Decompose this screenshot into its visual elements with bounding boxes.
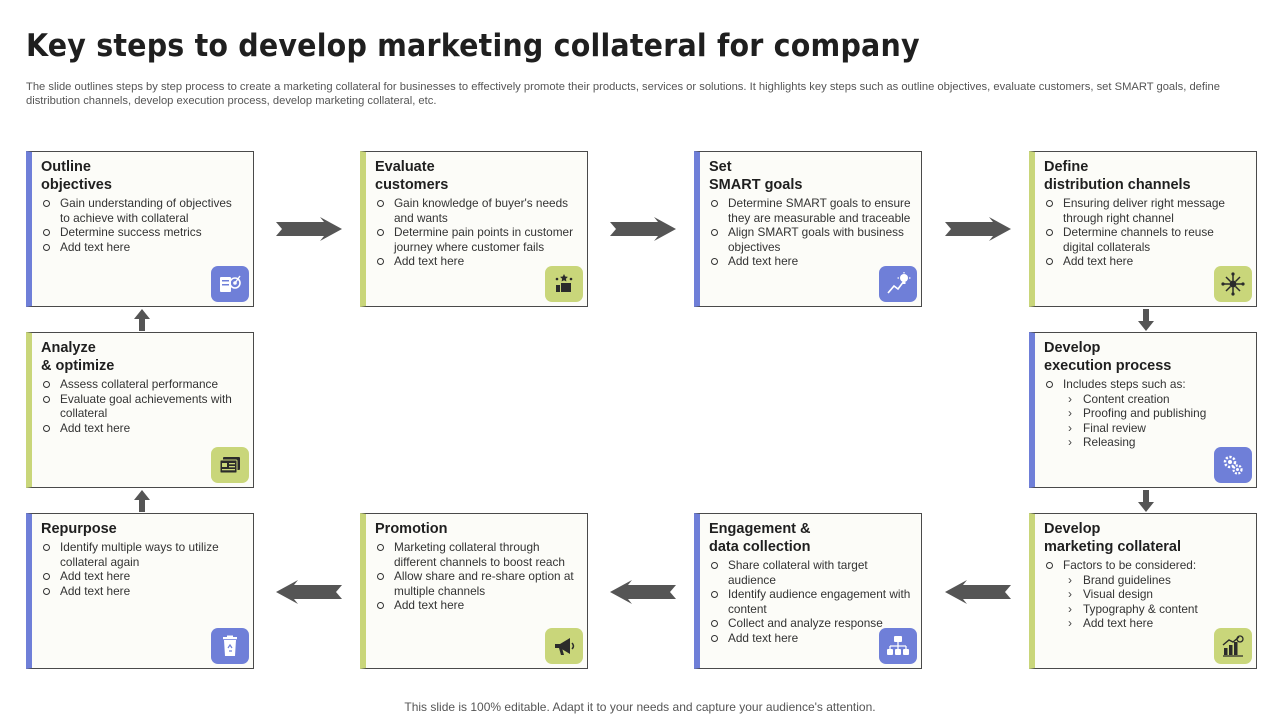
list-item: Gain knowledge of buyer's needs and want… [375, 196, 577, 225]
list-item: Add text here [41, 421, 243, 436]
list-subitem: Proofing and publishing [1044, 406, 1246, 421]
card-bullets: Determine SMART goals to ensure they are… [709, 196, 911, 269]
list-subitem: Releasing [1044, 435, 1246, 450]
card-title: Engagement &data collection [709, 521, 811, 555]
list-subitem: Add text here [1044, 616, 1246, 631]
list-item: Determine pain points in customer journe… [375, 225, 577, 254]
list-item: Evaluate goal achievements with collater… [41, 392, 243, 421]
customer-rating-icon [545, 266, 583, 302]
card-promotion[interactable]: Promotion Marketing collateral through d… [360, 513, 588, 669]
list-item: Add text here [41, 569, 243, 584]
list-item: Add text here [41, 584, 243, 599]
page-title: Key steps to develop marketing collatera… [26, 28, 920, 64]
list-item: Add text here [375, 254, 577, 269]
gears-icon [1214, 447, 1252, 483]
card-bullets: Identify multiple ways to utilize collat… [41, 540, 243, 598]
arrow-left [610, 580, 676, 604]
list-item: Add text here [41, 240, 243, 255]
list-item: Ensuring deliver right message through r… [1044, 196, 1246, 225]
list-item: Add text here [1044, 254, 1246, 269]
list-subitem: Typography & content [1044, 602, 1246, 617]
card-bullets: Assess collateral performance Evaluate g… [41, 377, 243, 435]
list-item: Identify multiple ways to utilize collat… [41, 540, 243, 569]
list-item: Allow share and re-share option at multi… [375, 569, 577, 598]
arrow-left [945, 580, 1011, 604]
card-bullets: Ensuring deliver right message through r… [1044, 196, 1246, 269]
list-item: Add text here [709, 254, 911, 269]
list-item: Share collateral with target audience [709, 558, 911, 587]
arrow-right [276, 217, 342, 241]
data-folders-icon [879, 628, 917, 664]
network-hub-icon [1214, 266, 1252, 302]
card-bullets: Gain understanding of objectives to achi… [41, 196, 243, 254]
list-subitem: Visual design [1044, 587, 1246, 602]
arrow-right [945, 217, 1011, 241]
recycle-bin-icon [211, 628, 249, 664]
card-analyze-optimize[interactable]: Analyze& optimize Assess collateral perf… [26, 332, 254, 488]
card-bullets: Marketing collateral through different c… [375, 540, 577, 613]
list-subitem: Brand guidelines [1044, 573, 1246, 588]
footer-note: This slide is 100% editable. Adapt it to… [404, 700, 876, 714]
card-bullets: Gain knowledge of buyer's needs and want… [375, 196, 577, 269]
page-subtitle: The slide outlines steps by step process… [26, 81, 1220, 107]
card-bullets: Share collateral with target audience Id… [709, 558, 911, 646]
list-item: Determine success metrics [41, 225, 243, 240]
list-item: Determine channels to reuse digital coll… [1044, 225, 1246, 254]
list-item: Identify audience engagement with conten… [709, 587, 911, 616]
target-document-icon [211, 266, 249, 302]
arrow-right [610, 217, 676, 241]
arrow-up [134, 309, 150, 331]
megaphone-icon [545, 628, 583, 664]
list-item: Marketing collateral through different c… [375, 540, 577, 569]
performance-card-icon [211, 447, 249, 483]
card-bullets: Includes steps such as: Content creation… [1044, 377, 1246, 450]
card-engagement-data-collection[interactable]: Engagement &data collection Share collat… [694, 513, 922, 669]
list-item: Factors to be considered: [1044, 558, 1246, 573]
card-title: Analyze& optimize [41, 340, 115, 374]
card-bullets: Factors to be considered: Brand guidelin… [1044, 558, 1246, 631]
arrow-up [134, 490, 150, 512]
list-item: Determine SMART goals to ensure they are… [709, 196, 911, 225]
list-item: Assess collateral performance [41, 377, 243, 392]
list-item: Align SMART goals with business objectiv… [709, 225, 911, 254]
list-subitem: Final review [1044, 421, 1246, 436]
arrow-left [276, 580, 342, 604]
card-repurpose[interactable]: Repurpose Identify multiple ways to util… [26, 513, 254, 669]
analytics-chart-icon [1214, 628, 1252, 664]
list-item: Add text here [709, 631, 911, 646]
arrow-down [1138, 490, 1154, 512]
growth-idea-icon [879, 266, 917, 302]
list-item: Add text here [375, 598, 577, 613]
card-title: Promotion [375, 521, 448, 537]
list-item: Collect and analyze response [709, 616, 911, 631]
card-title: Repurpose [41, 521, 117, 537]
list-item: Includes steps such as: [1044, 377, 1246, 392]
arrow-down [1138, 309, 1154, 331]
list-subitem: Content creation [1044, 392, 1246, 407]
list-item: Gain understanding of objectives to achi… [41, 196, 243, 225]
